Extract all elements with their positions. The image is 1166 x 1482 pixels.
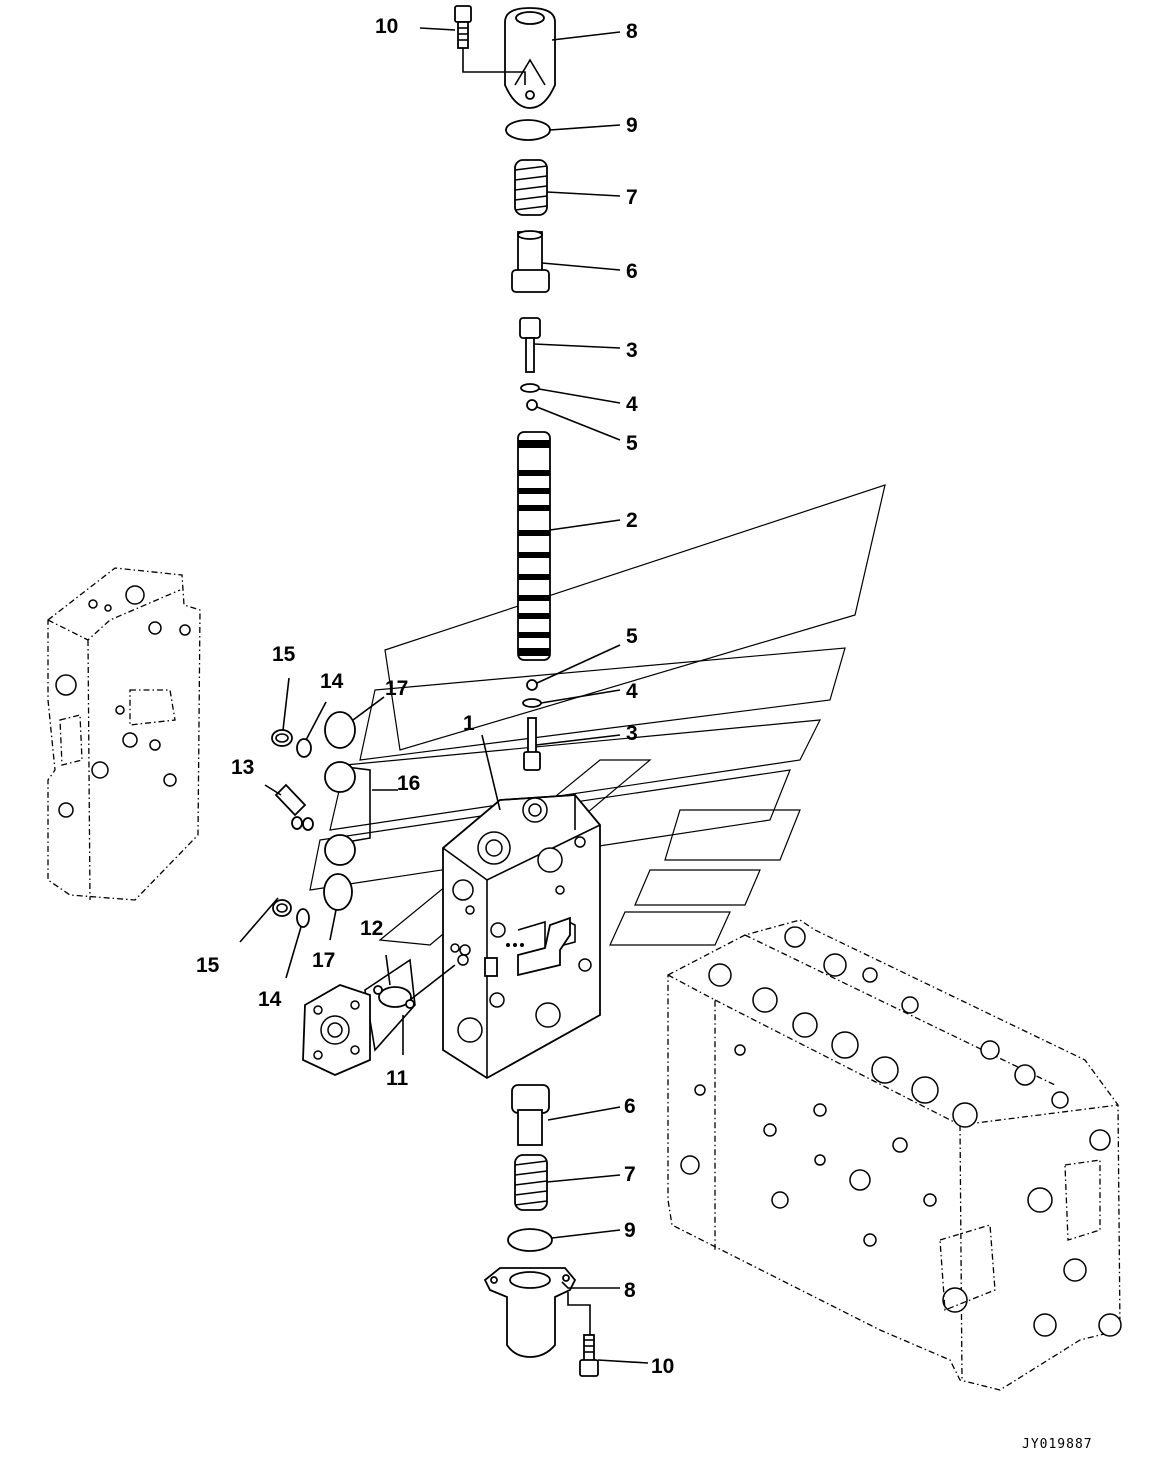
bottom-cap-8: [483, 1267, 577, 1358]
bottom-retainer-6: [511, 1084, 550, 1146]
callout-top-spring: 7: [626, 186, 638, 209]
callout-bottom-cap: 8: [624, 1279, 636, 1302]
left-oring-bottom-14: [296, 908, 310, 928]
callout-small-oring-12: 12: [360, 917, 383, 940]
callout-spool: 2: [626, 509, 638, 532]
top-ball-5: [526, 399, 538, 411]
callout-top-plug: 3: [626, 339, 638, 362]
lower-plug-3: [523, 717, 541, 771]
callout-top-cap: 8: [626, 20, 638, 43]
callout-bottom-retainer: 6: [624, 1095, 636, 1118]
callout-large-oring-bottom: 17: [312, 949, 335, 972]
callout-left-oring-bottom: 14: [258, 988, 282, 1011]
callout-large-oring-top: 17: [385, 677, 408, 700]
leader-lines: [239, 27, 649, 1364]
callout-labels: 10 8 9 7 6 3 4 5 2 5 4 3 1 15 14 17 13 1…: [196, 15, 674, 1378]
top-spring-7: [514, 159, 548, 216]
lower-ball-5: [526, 679, 538, 691]
callout-left-oring-top: 14: [320, 670, 344, 693]
callout-top-retainer: 6: [626, 260, 638, 283]
left-oring-top-14: [296, 738, 312, 758]
callout-top-oring: 9: [626, 114, 638, 137]
callout-top-bolt: 10: [375, 15, 398, 38]
valve-body-1: [442, 794, 601, 1080]
small-oring-12: [373, 985, 383, 995]
callout-top-small-ring: 4: [626, 393, 638, 416]
callout-left-ring-top: 15: [272, 643, 296, 666]
callout-bottom-bolt: 10: [651, 1355, 674, 1378]
callout-large-oring-group: 16: [397, 772, 420, 795]
callout-valve-body: 1: [463, 712, 475, 735]
bottom-spring-7: [514, 1154, 548, 1211]
callout-bottom-spring: 7: [624, 1163, 636, 1186]
large-oring-top-17: [324, 711, 356, 749]
check-valve-13: [274, 783, 314, 831]
callout-check-valve: 13: [231, 756, 254, 779]
callout-lower-small-ring: 4: [626, 680, 638, 703]
callout-lower-ball: 5: [626, 625, 638, 648]
main-valve-assembly-right: [667, 919, 1122, 1391]
left-ring-top-15: [271, 729, 293, 747]
callout-flange-oring-11: 11: [386, 1067, 409, 1090]
spool-2: [517, 431, 551, 661]
top-small-ring-4: [520, 383, 540, 393]
top-bolt-10: [454, 5, 472, 49]
left-ring-bottom-15: [272, 899, 292, 917]
pressure-flange-block: [302, 984, 371, 1076]
top-retainer-6: [511, 230, 550, 293]
bottom-bolt-10: [579, 1334, 599, 1377]
callout-top-ball: 5: [626, 432, 638, 455]
drawing-code: JY019887: [1022, 1437, 1093, 1452]
lower-small-ring-4: [522, 698, 542, 708]
large-oring-bottom-17: [323, 873, 353, 911]
callout-left-ring-bottom: 15: [196, 954, 220, 977]
flange-plate-11: [364, 958, 416, 1052]
large-oring-group-16: [324, 761, 371, 866]
top-cap-8: [504, 7, 556, 109]
callout-bottom-oring: 9: [624, 1219, 636, 1242]
callout-lower-plug: 3: [626, 722, 638, 745]
top-oring-9: [505, 119, 551, 141]
bottom-oring-9: [507, 1228, 553, 1252]
adjacent-section-left: [47, 567, 201, 901]
top-plug-3: [519, 317, 541, 373]
